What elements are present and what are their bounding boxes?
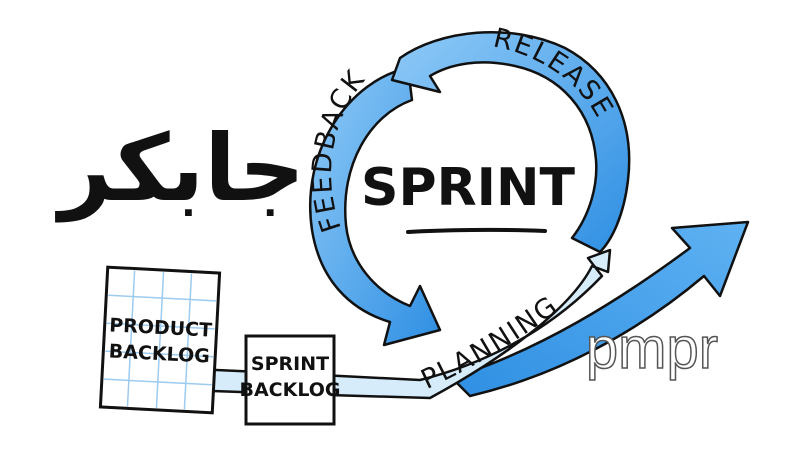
product-backlog-card: PRODUCT BACKLOG — [98, 265, 222, 415]
card-grid — [103, 270, 217, 410]
feedback-arc-arrow — [309, 66, 442, 347]
sprint-backlog-card: SPRINT BACKLOG — [239, 334, 341, 426]
release-label: RELEASE — [491, 23, 620, 124]
product-backlog-line1: PRODUCT — [109, 314, 213, 341]
center-underline — [406, 227, 547, 234]
product-backlog-line2: BACKLOG — [108, 340, 210, 367]
brand-logo: جابکر — [55, 115, 305, 223]
center-sprint-label: SPRINT — [361, 158, 575, 218]
sprint-backlog-line2: BACKLOG — [239, 379, 340, 401]
pmpr-watermark: pmpr — [586, 316, 718, 381]
release-arc-arrow — [390, 30, 631, 254]
sprint-backlog-line1: SPRINT — [251, 353, 329, 375]
growth-arrow — [450, 220, 750, 398]
